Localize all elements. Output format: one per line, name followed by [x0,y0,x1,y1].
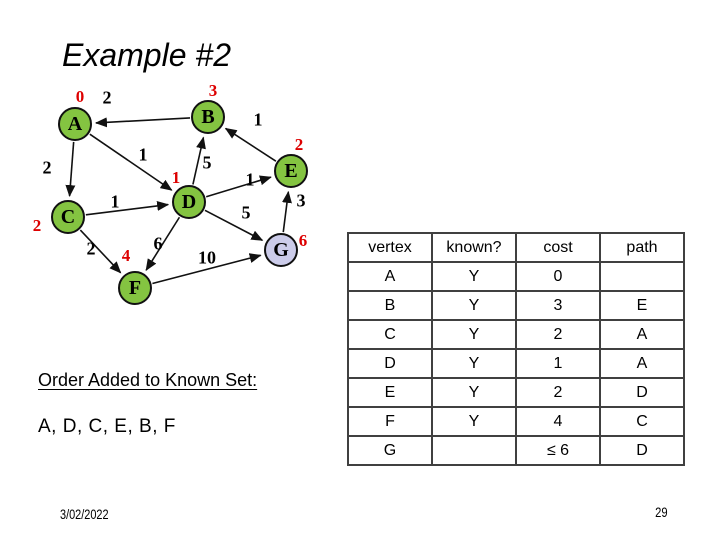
node-cost-B: 3 [208,81,218,100]
cell-vertex: G [347,435,433,466]
cell-known: Y [431,406,517,437]
cell-vertex: F [347,406,433,437]
column-header-known: known? [431,232,517,263]
node-cost-F: 4 [121,246,131,265]
edge-D-F [145,216,181,272]
cell-cost: 0 [515,261,601,292]
cell-path [599,261,685,292]
edge-weight-C-F: 2 [86,238,96,259]
edge-E-B [224,127,277,162]
footer-date: 3/02/2022 [60,506,109,522]
cell-path: E [599,290,685,321]
cell-known: Y [431,377,517,408]
edge-weight-D-E: 1 [245,169,255,190]
edge-D-E [205,175,272,198]
cell-known: Y [431,319,517,350]
graph-node-D: D [172,185,206,219]
graph-node-F: F [118,271,152,305]
cell-known [431,435,517,466]
node-cost-A: 0 [75,87,85,106]
node-cost-E: 2 [294,135,304,154]
node-cost-G: 6 [298,231,308,250]
column-header-vertex: vertex [347,232,433,263]
cell-path: A [599,348,685,379]
graph-node-B: B [191,100,225,134]
graph-node-E: E [274,154,308,188]
edge-D-B [192,136,206,185]
edge-A-D [89,133,173,191]
edge-weight-A-D: 1 [138,144,148,165]
cell-vertex: C [347,319,433,350]
edge-C-F [79,229,122,274]
edge-weight-E-B: 1 [253,109,263,130]
column-header-path: path [599,232,685,263]
cell-vertex: B [347,290,433,321]
cell-path: A [599,319,685,350]
edge-A-C [65,141,76,198]
cell-cost: 4 [515,406,601,437]
edge-weight-A-C: 2 [42,157,52,178]
cell-known: Y [431,261,517,292]
cell-cost: 1 [515,348,601,379]
edge-weight-D-G: 5 [241,202,251,223]
edge-C-D [85,200,170,216]
edge-weight-D-F: 6 [153,233,163,254]
cell-vertex: D [347,348,433,379]
node-cost-D: 1 [171,168,181,187]
edge-weight-D-B: 5 [202,152,212,173]
edge-weight-F-G: 10 [198,247,216,268]
cell-vertex: A [347,261,433,292]
cell-known: Y [431,348,517,379]
graph-node-G: G [264,233,298,267]
cell-path: D [599,377,685,408]
cell-cost: 3 [515,290,601,321]
graph-node-A: A [58,107,92,141]
cell-cost: 2 [515,319,601,350]
graph-node-C: C [51,200,85,234]
edge-G-E [282,190,292,233]
edge-F-G [152,253,262,285]
cell-cost: 2 [515,377,601,408]
edge-weight-G-E: 3 [296,190,306,211]
cell-vertex: E [347,377,433,408]
table-header-row: vertex known? cost path [347,232,685,263]
edge-D-G [204,209,264,241]
column-header-cost: cost [515,232,601,263]
cell-path: D [599,435,685,466]
order-added-label: Order Added to Known Set: [38,370,258,390]
cell-path: C [599,406,685,437]
edge-B-A [94,117,191,128]
slide-title: Example #2 [62,37,231,73]
cell-cost: ≤ 6 [515,435,601,466]
edge-weight-C-D: 1 [110,191,120,212]
footer-page-number: 29 [655,504,668,520]
order-added-value: A, D, C, E, B, F [38,416,176,437]
cell-known: Y [431,290,517,321]
edge-weight-B-A: 2 [102,87,112,108]
node-cost-C: 2 [32,216,42,235]
